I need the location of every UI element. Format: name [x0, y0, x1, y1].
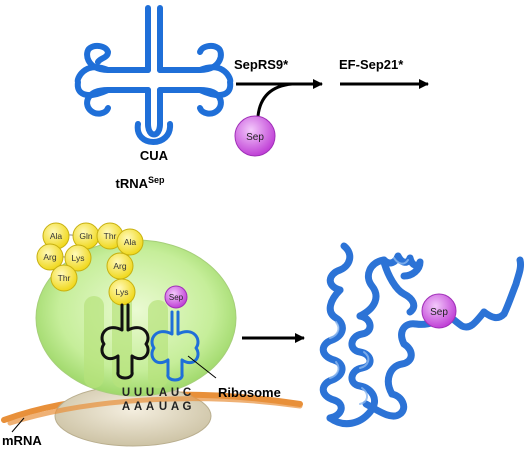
- svg-text:G: G: [183, 401, 192, 413]
- amino-acid-label: Thr: [58, 273, 71, 283]
- trna-cloverleaf: [74, 5, 234, 145]
- svg-text:A: A: [159, 387, 167, 399]
- protein-ribbon: [319, 242, 524, 428]
- amino-acid-label: Thr: [104, 231, 117, 241]
- sep-ball-ribosome: [164, 285, 188, 309]
- svg-text:A: A: [146, 401, 154, 413]
- anticodon-label: CUA: [140, 148, 169, 163]
- ef-label: EF-Sep21*: [339, 57, 404, 72]
- svg-text:A: A: [134, 401, 142, 413]
- ribosome-channel-a: [148, 300, 168, 388]
- amino-acid-label: Arg: [113, 261, 127, 271]
- svg-text:U: U: [171, 387, 179, 399]
- trna-name-label: tRNASep: [115, 175, 165, 191]
- amino-acid-ball: [64, 244, 92, 272]
- codon-row: A A A U A G: [122, 401, 192, 413]
- synthetase-label: SepRS9*: [234, 57, 289, 72]
- mrna-label: mRNA: [2, 433, 42, 448]
- svg-text:U: U: [134, 387, 142, 399]
- amino-acid-label: Arg: [43, 252, 57, 262]
- sep-ball-top-label: Sep: [246, 132, 264, 143]
- amino-acid-ball: [116, 228, 144, 256]
- mrna-strand-front: [7, 396, 303, 426]
- amino-acid-ball: [50, 264, 78, 292]
- ribosome-label: Ribosome: [218, 385, 281, 400]
- ribosome-leader-line: [187, 355, 217, 379]
- amino-acid-ball: [36, 243, 64, 271]
- protein-ribbon-highlight: [329, 257, 409, 405]
- amino-acid-label: Gln: [79, 231, 93, 241]
- amino-acid-label: Ala: [50, 231, 63, 241]
- sep-ball-protein-label: Sep: [430, 307, 448, 318]
- svg-text:C: C: [183, 387, 191, 399]
- svg-text:A: A: [171, 401, 179, 413]
- amino-acid-chain: Ala Gln Thr Ala Arg Lys Arg Thr Lys: [36, 222, 144, 306]
- sep-ball-ribosome-label: Sep: [169, 293, 184, 302]
- amino-acid-label: Ala: [124, 237, 137, 247]
- sep-ball-top: [234, 115, 276, 157]
- svg-text:U: U: [159, 401, 167, 413]
- ribosome-trna-a: [150, 310, 200, 382]
- svg-text:U: U: [146, 387, 154, 399]
- amino-acid-label: Lys: [116, 287, 129, 297]
- ribosome-channel-e: [84, 296, 104, 388]
- mrna-leader-line: [11, 417, 25, 433]
- amino-acid-label: Lys: [72, 253, 85, 263]
- anticodon-row: U U U A U C: [122, 387, 191, 399]
- sep-incoming-arc: [256, 82, 293, 117]
- ribosome-trna-p: [100, 303, 150, 380]
- svg-text:U: U: [122, 387, 130, 399]
- sep-ball-protein: [421, 293, 457, 329]
- svg-text:A: A: [122, 401, 130, 413]
